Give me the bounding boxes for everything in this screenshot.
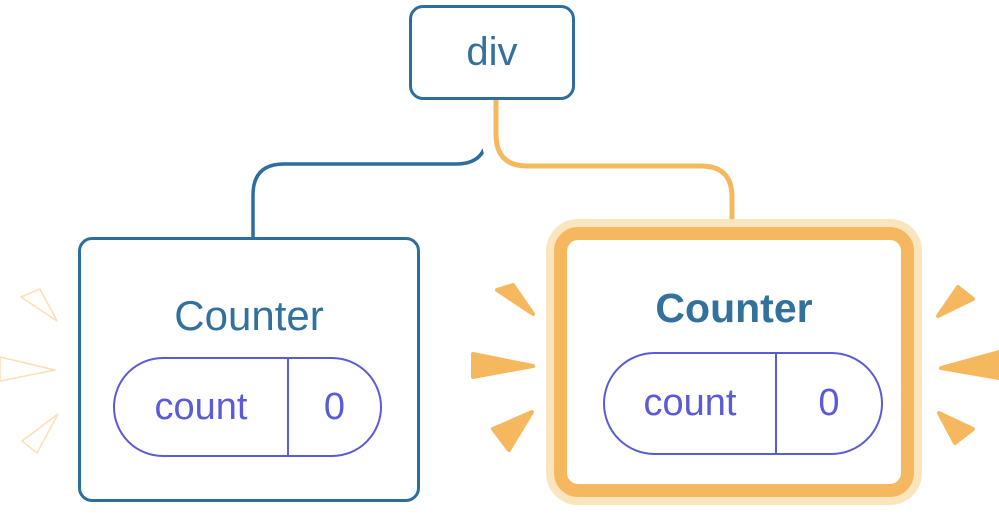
tree-node-div-label: div	[466, 30, 518, 74]
sparkle-icon	[21, 413, 59, 454]
sparkle-burst-right-card-right-side	[936, 285, 999, 445]
component-title: Counter	[174, 292, 324, 339]
sparkle-icon	[939, 350, 999, 380]
component-card-counter-left: Counter count 0	[78, 237, 420, 502]
state-value: 0	[818, 382, 840, 424]
tree-node-div: div	[409, 5, 575, 100]
sparkle-burst-right-card-left-side	[471, 283, 535, 452]
connector-right-child-casing	[481, 99, 747, 219]
connector-parent-to-left-child	[251, 99, 489, 240]
sparkle-icon	[937, 411, 975, 445]
sparkle-icon	[471, 352, 535, 379]
sparkle-icon	[491, 410, 534, 452]
sparkle-icon	[20, 288, 58, 322]
component-title: Counter	[655, 285, 813, 331]
sparkle-icon	[0, 356, 56, 382]
state-value: 0	[323, 385, 346, 428]
state-pill: count 0	[603, 352, 883, 455]
sparkle-burst-left-white	[0, 288, 59, 454]
component-card-counter-right-highlighted: Counter count 0	[554, 227, 914, 497]
sparkle-icon	[495, 283, 535, 316]
connector-parent-to-right-child-highlighted	[493, 99, 735, 235]
sparkle-icon	[936, 285, 975, 318]
state-key-label: count	[605, 354, 777, 453]
state-key-label: count	[115, 359, 289, 455]
state-pill: count 0	[113, 357, 382, 457]
